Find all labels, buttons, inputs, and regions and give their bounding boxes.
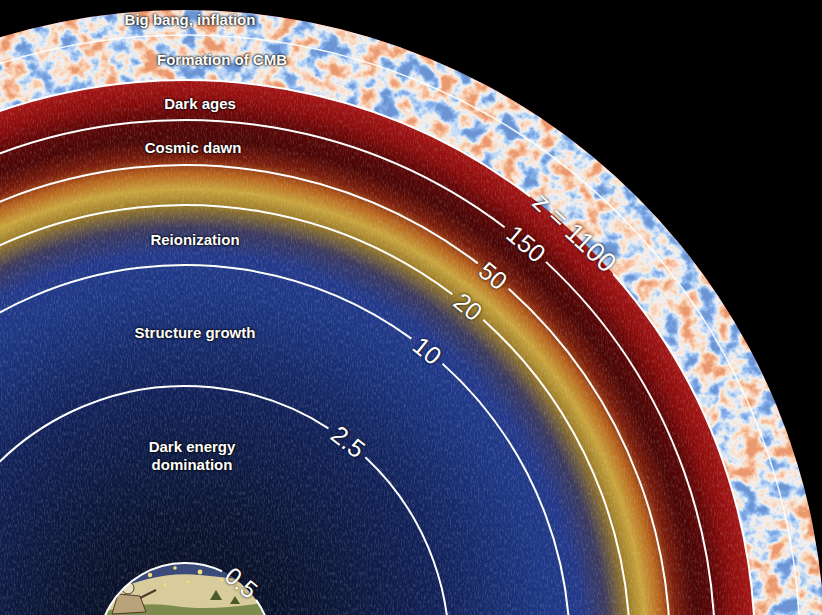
epoch-label: Reionization xyxy=(150,231,239,249)
redshift-line xyxy=(0,205,630,615)
epoch-label: Dark energy domination xyxy=(127,438,257,474)
epoch-label: Cosmic dawn xyxy=(145,139,242,157)
redshift-line xyxy=(0,165,670,615)
redshift-line xyxy=(0,80,755,615)
epoch-line xyxy=(0,35,800,615)
epoch-label: Dark ages xyxy=(164,95,236,113)
redshift-label: 10 xyxy=(409,332,446,369)
epoch-label: Formation of CMB xyxy=(157,51,287,69)
epoch-label: Structure growth xyxy=(135,324,256,342)
epoch-label: Big bang, inflation xyxy=(125,11,256,29)
redshift-label: 20 xyxy=(449,288,486,325)
redshift-label: 50 xyxy=(475,257,512,294)
redshift-line xyxy=(0,120,715,615)
redshift-lines xyxy=(0,80,755,615)
redshift-line xyxy=(0,386,449,615)
redshift-label: 150 xyxy=(502,221,550,267)
redshift-label: 2.5 xyxy=(326,421,369,462)
redshift-label: z = 1100 xyxy=(527,188,620,278)
redshift-line xyxy=(0,265,570,615)
redshift-line xyxy=(98,563,272,615)
redshift-label: 0.5 xyxy=(220,563,261,603)
